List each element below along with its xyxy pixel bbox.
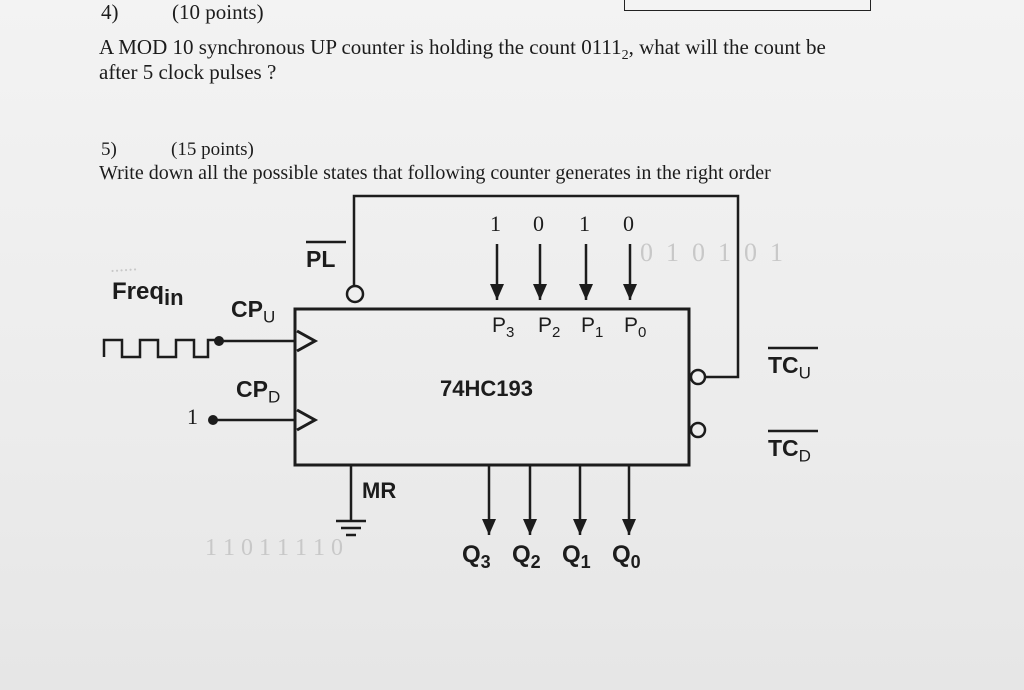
q4-line1-tail: , what will the count be xyxy=(628,35,826,59)
cpu-label-sub: U xyxy=(262,307,276,327)
p1-label: P1 xyxy=(581,314,603,341)
mr-label: MR xyxy=(362,478,397,503)
p2-label-main: P xyxy=(538,314,553,337)
tcu-inversion-bubble xyxy=(689,368,707,386)
chip-body xyxy=(293,307,691,467)
q4-line1: A MOD 10 synchronous UP counter is holdi… xyxy=(99,35,826,64)
p1-label-main: P xyxy=(581,314,596,337)
output-q1-main: Q xyxy=(562,541,581,568)
cpu-label: CPU xyxy=(231,296,275,328)
tcu-label-sub: U xyxy=(798,363,811,383)
pl-label: PL xyxy=(306,246,336,272)
output-q0-sub: 0 xyxy=(630,551,641,572)
p3-label-main: P xyxy=(492,314,507,337)
tcu-to-pl-feedback-wire xyxy=(352,194,740,379)
cpd-label-sub: D xyxy=(267,387,281,407)
q-output-arrows xyxy=(482,465,636,535)
output-q0: Q0 xyxy=(612,541,641,573)
clock-waveform-icon xyxy=(102,338,220,359)
cpd-label-main: CP xyxy=(236,376,268,402)
output-q2-sub: 2 xyxy=(530,551,541,572)
q4-points: (10 points) xyxy=(172,0,264,24)
cpd-clock-triangle-icon xyxy=(296,408,319,432)
bleed-through-text: 0 1 0 1 0 1 xyxy=(640,238,783,267)
tcd-inversion-bubble xyxy=(689,421,707,439)
freq-in-label: Freqin xyxy=(112,278,184,311)
chip-name: 74HC193 xyxy=(440,376,533,401)
load-input-p2: 0 xyxy=(533,211,544,236)
output-q0-main: Q xyxy=(612,541,631,568)
output-q3-main: Q xyxy=(462,541,481,568)
output-q2: Q2 xyxy=(512,541,541,573)
cpd-label: CPD xyxy=(236,376,280,408)
p0-label-main: P xyxy=(624,314,639,337)
p3-label-sub: 3 xyxy=(506,324,515,342)
output-q1: Q1 xyxy=(562,541,591,573)
tcd-label-main: TC xyxy=(768,435,799,461)
tcd-label-sub: D xyxy=(798,446,811,466)
cpd-input-value: 1 xyxy=(187,404,198,429)
output-q2-main: Q xyxy=(512,541,531,568)
output-q3-sub: 3 xyxy=(480,551,491,572)
cpu-clock-triangle-icon xyxy=(296,329,319,353)
q4-line2: after 5 clock pulses ? xyxy=(99,60,277,84)
q5-points: (15 points) xyxy=(171,139,254,160)
p0-label: P0 xyxy=(624,314,646,341)
p3-label: P3 xyxy=(492,314,514,341)
tcu-label-main: TC xyxy=(768,352,799,378)
tcu-label: TCU xyxy=(768,352,811,384)
tcd-label: TCD xyxy=(768,435,811,467)
load-input-p1: 1 xyxy=(579,211,590,236)
q4-number: 4) xyxy=(101,0,119,24)
freq-label-main: Freq xyxy=(112,278,165,305)
load-input-p0: 0 xyxy=(623,211,634,236)
load-input-p3: 1 xyxy=(490,211,501,236)
cpu-label-main: CP xyxy=(231,296,263,322)
bleed-through-text: 1 1 0 1 1 1 1 0 xyxy=(205,535,343,561)
freq-label-sub: in xyxy=(164,284,184,310)
ground-icon xyxy=(336,519,366,537)
output-q1-sub: 1 xyxy=(580,551,591,572)
p0-label-sub: 0 xyxy=(638,324,647,342)
q5-text: Write down all the possible states that … xyxy=(99,162,771,184)
pl-inversion-bubble xyxy=(345,284,365,304)
p1-label-sub: 1 xyxy=(595,324,604,342)
output-q3: Q3 xyxy=(462,541,491,573)
top-answer-box xyxy=(624,0,871,11)
p2-label-sub: 2 xyxy=(552,324,561,342)
q5-number: 5) xyxy=(101,139,117,160)
q4-line1-subscript: 2 xyxy=(621,48,629,64)
q4-line1-main: A MOD 10 synchronous UP counter is holdi… xyxy=(99,35,622,59)
parallel-load-arrows xyxy=(490,244,637,300)
p2-label: P2 xyxy=(538,314,560,341)
